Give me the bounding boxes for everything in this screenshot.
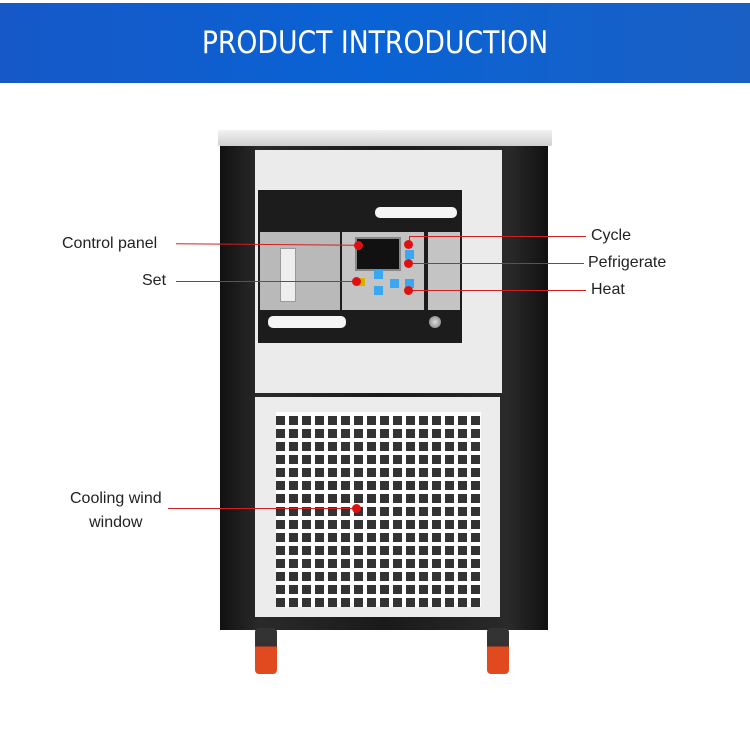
marker-cooling-wind	[352, 504, 361, 513]
cycle-button	[405, 250, 414, 259]
right-button	[390, 279, 399, 288]
label-refrigerate: Pefrigerate	[588, 254, 667, 271]
plate-label-bottom	[268, 316, 346, 328]
power-switch-icon	[429, 316, 441, 328]
label-control-panel: Control panel	[62, 235, 158, 252]
label-cooling-wind-line1: Cooling wind	[70, 490, 162, 507]
plate-right-section	[428, 232, 460, 310]
marker-refrigerate	[404, 259, 413, 268]
label-cycle: Cycle	[591, 227, 632, 244]
marker-set	[352, 277, 361, 286]
leader-refrigerate	[409, 263, 584, 264]
up-button	[374, 270, 383, 279]
leader-set	[176, 281, 356, 282]
heat-button	[405, 279, 414, 288]
marker-control-panel	[354, 241, 363, 250]
wheel-left	[255, 628, 277, 674]
label-cooling-wind-window: Cooling wind window	[70, 487, 162, 535]
door-handle	[280, 248, 296, 302]
banner-title: PRODUCT INTRODUCTION	[201, 25, 549, 61]
label-cooling-wind-line2: window	[89, 514, 143, 531]
label-set: Set	[142, 272, 167, 289]
machine-lid	[218, 130, 552, 146]
cooling-grille	[276, 412, 481, 607]
header-banner: PRODUCT INTRODUCTION	[0, 3, 750, 83]
leader-heat	[409, 290, 586, 291]
down-button	[374, 286, 383, 295]
plate-label-top	[375, 207, 457, 218]
label-heat: Heat	[591, 281, 625, 298]
marker-cycle	[404, 240, 413, 249]
leader-cycle	[409, 236, 586, 237]
leader-cycle-vertical	[409, 236, 410, 243]
marker-heat	[404, 286, 413, 295]
leader-cooling-wind	[168, 508, 356, 509]
wheel-right	[487, 628, 509, 674]
